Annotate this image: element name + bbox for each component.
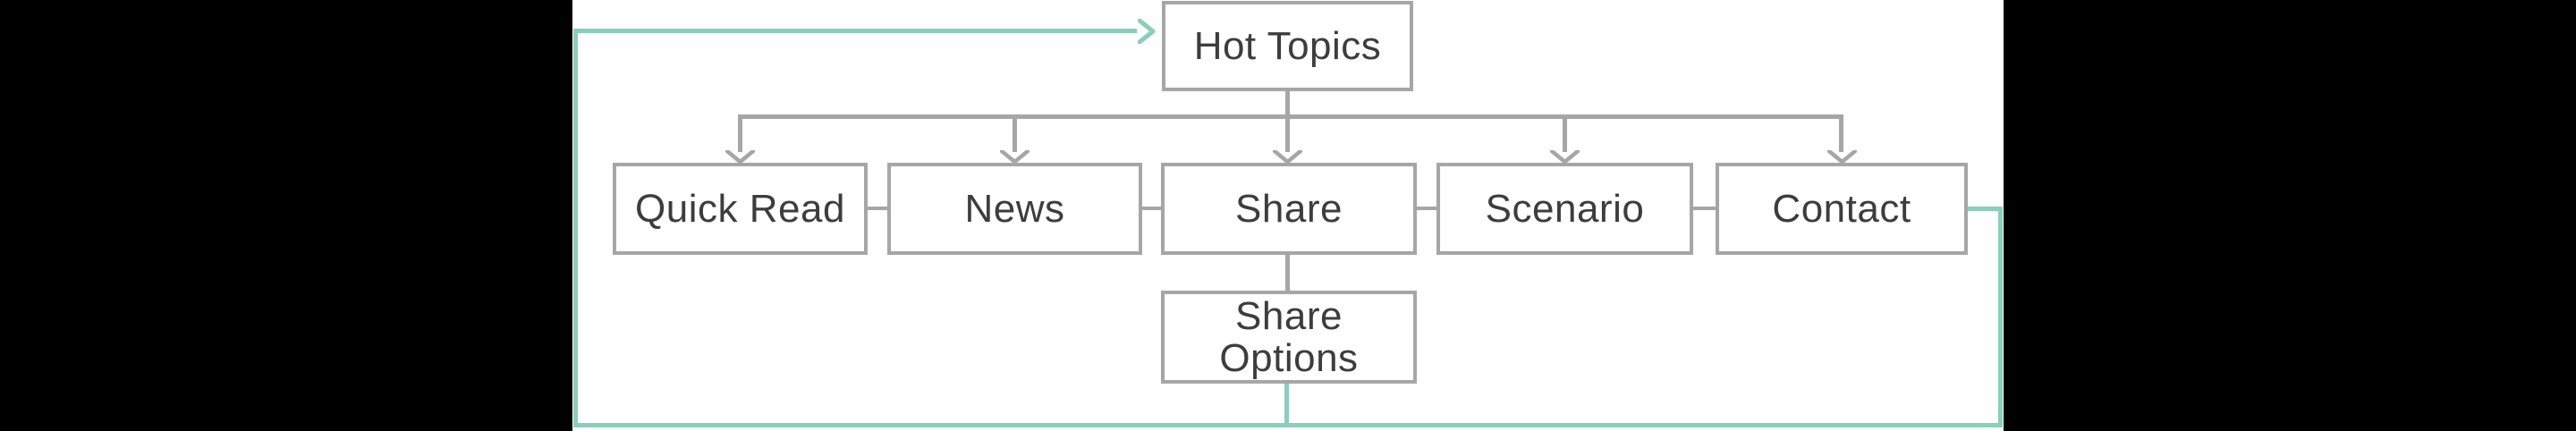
node-label: Share bbox=[1235, 186, 1343, 231]
node-scenario: Scenario bbox=[1436, 163, 1693, 255]
left-black-bar bbox=[0, 0, 572, 431]
stem-scenario bbox=[1563, 114, 1567, 152]
node-share-options: Share Options bbox=[1161, 291, 1417, 384]
arrow-down-icon bbox=[1827, 150, 1857, 165]
stem-contact bbox=[1839, 114, 1843, 152]
link-scenario-contact bbox=[1691, 207, 1717, 210]
node-label: Quick Read bbox=[635, 186, 845, 231]
connector-root-to-bar bbox=[1285, 89, 1290, 119]
node-quick-read: Quick Read bbox=[613, 163, 868, 255]
arrow-down-icon bbox=[1273, 150, 1302, 165]
stem-share bbox=[1285, 114, 1290, 152]
distribution-bar bbox=[738, 114, 1843, 119]
stem-news bbox=[1013, 114, 1017, 152]
teal-share-options-stub bbox=[1284, 383, 1289, 427]
node-hot-topics: Hot Topics bbox=[1162, 1, 1413, 91]
node-label: News bbox=[964, 186, 1065, 231]
stem-quick-read bbox=[738, 114, 742, 152]
link-quickread-news bbox=[866, 207, 889, 210]
teal-loop-right-line bbox=[1998, 207, 2003, 427]
node-contact: Contact bbox=[1716, 163, 1968, 255]
right-black-bar bbox=[2004, 0, 2576, 431]
node-news: News bbox=[887, 163, 1142, 255]
node-label: Contact bbox=[1772, 186, 1911, 231]
teal-loop-top-line bbox=[575, 29, 1137, 33]
node-label: Hot Topics bbox=[1193, 23, 1382, 68]
arrow-down-icon bbox=[1000, 150, 1030, 165]
node-label: Scenario bbox=[1485, 186, 1645, 231]
node-label-line1: Share bbox=[1235, 293, 1343, 338]
teal-contact-connector bbox=[1967, 207, 2003, 211]
connector-share-to-options bbox=[1285, 253, 1290, 292]
node-label-line2: Options bbox=[1219, 336, 1359, 380]
teal-loop-left-line bbox=[573, 29, 578, 427]
node-share: Share bbox=[1161, 163, 1417, 255]
link-share-scenario bbox=[1415, 207, 1438, 210]
link-news-share bbox=[1140, 207, 1163, 210]
arrow-right-icon bbox=[1138, 19, 1156, 44]
arrow-down-icon bbox=[1550, 150, 1580, 165]
arrow-down-icon bbox=[725, 150, 755, 165]
